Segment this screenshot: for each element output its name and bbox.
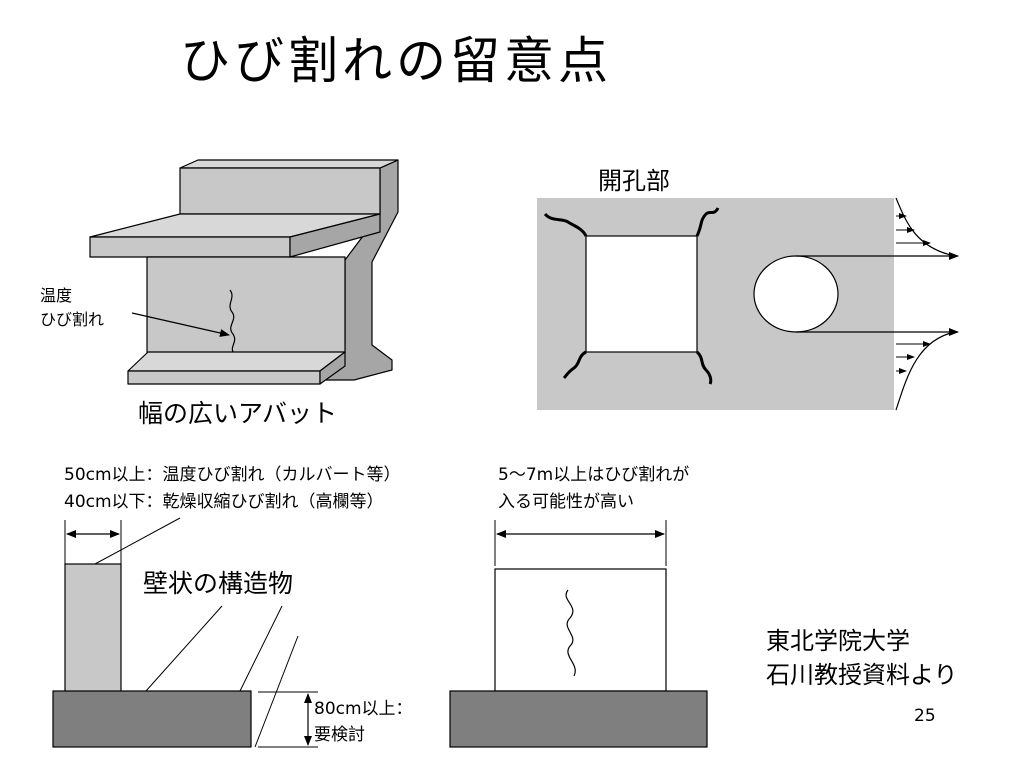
span-notes: 5～7m以上はひび割れが 入る可能性が高い — [498, 462, 689, 516]
abutment-wall — [146, 256, 346, 354]
crack-leader-arrow — [131, 312, 230, 337]
opening-caption: 開孔部 — [598, 167, 670, 195]
abutment-footing-front — [127, 370, 321, 385]
thin-wall — [64, 563, 122, 693]
abutment-footing-side — [319, 351, 346, 385]
wall-perspective-line — [94, 517, 181, 565]
stress-curve-bottom — [895, 331, 956, 411]
wall-note-2: 40cm以下：乾燥収縮ひび割れ（高欄等） — [64, 492, 384, 512]
credit-line-1: 東北学院大学 — [766, 627, 910, 655]
base-note-1: 80cm以上： — [314, 699, 413, 719]
long-wall-drawing — [449, 520, 708, 748]
span-note-1: 5～7m以上はひび割れが — [498, 465, 690, 485]
crack-label-line-1: 温度 — [40, 286, 73, 305]
credit: 東北学院大学 石川教授資料より — [766, 624, 958, 692]
stress-curve-top — [895, 197, 956, 257]
abutment-footing-top — [127, 351, 346, 372]
abutment-backwall-front — [179, 167, 381, 215]
corner-crack-bottom-left — [562, 350, 587, 380]
corner-crack-top-right — [695, 207, 720, 237]
slide-title: ひび割れの留意点 — [180, 32, 612, 90]
base-note-2: 要検討 — [314, 725, 365, 745]
wall-note-1: 50cm以上：温度ひび割れ（カルバート等） — [64, 465, 401, 485]
crack-label-line-2: ひび割れ — [40, 310, 105, 329]
abutment-slab-front — [89, 236, 291, 258]
circular-opening — [753, 255, 839, 333]
corner-crack-top-left — [543, 212, 588, 237]
opening-drawing — [537, 197, 959, 411]
corner-crack-bottom-right — [695, 350, 713, 385]
long-wall-base — [449, 690, 708, 748]
abutment-backwall-top — [179, 159, 399, 169]
wall-thickness-notes: 50cm以上：温度ひび割れ（カルバート等） 40cm以下：乾燥収縮ひび割れ（高欄… — [64, 462, 401, 516]
abutment-drawing — [89, 159, 399, 385]
base-perspective-line-1 — [145, 605, 223, 692]
base-perspective-line-2 — [239, 605, 283, 692]
crack-label: 温度 ひび割れ — [40, 284, 104, 332]
wall-caption: 壁状の構造物 — [143, 569, 294, 598]
base-height-note: 80cm以上： 要検討 — [314, 696, 413, 748]
abutment-caption: 幅の広いアバット — [138, 399, 338, 428]
abutment-crack-line — [229, 289, 236, 353]
abutment-slab-side — [289, 213, 381, 258]
long-wall-crack-line — [565, 589, 576, 677]
long-wall — [494, 568, 667, 692]
wall-drawing — [52, 517, 318, 748]
credit-line-2: 石川教授資料より — [766, 661, 958, 689]
page-number: 25 — [914, 706, 936, 726]
wall-base — [52, 690, 252, 748]
span-note-2: 入る可能性が高い — [498, 492, 634, 512]
square-opening — [585, 235, 698, 353]
